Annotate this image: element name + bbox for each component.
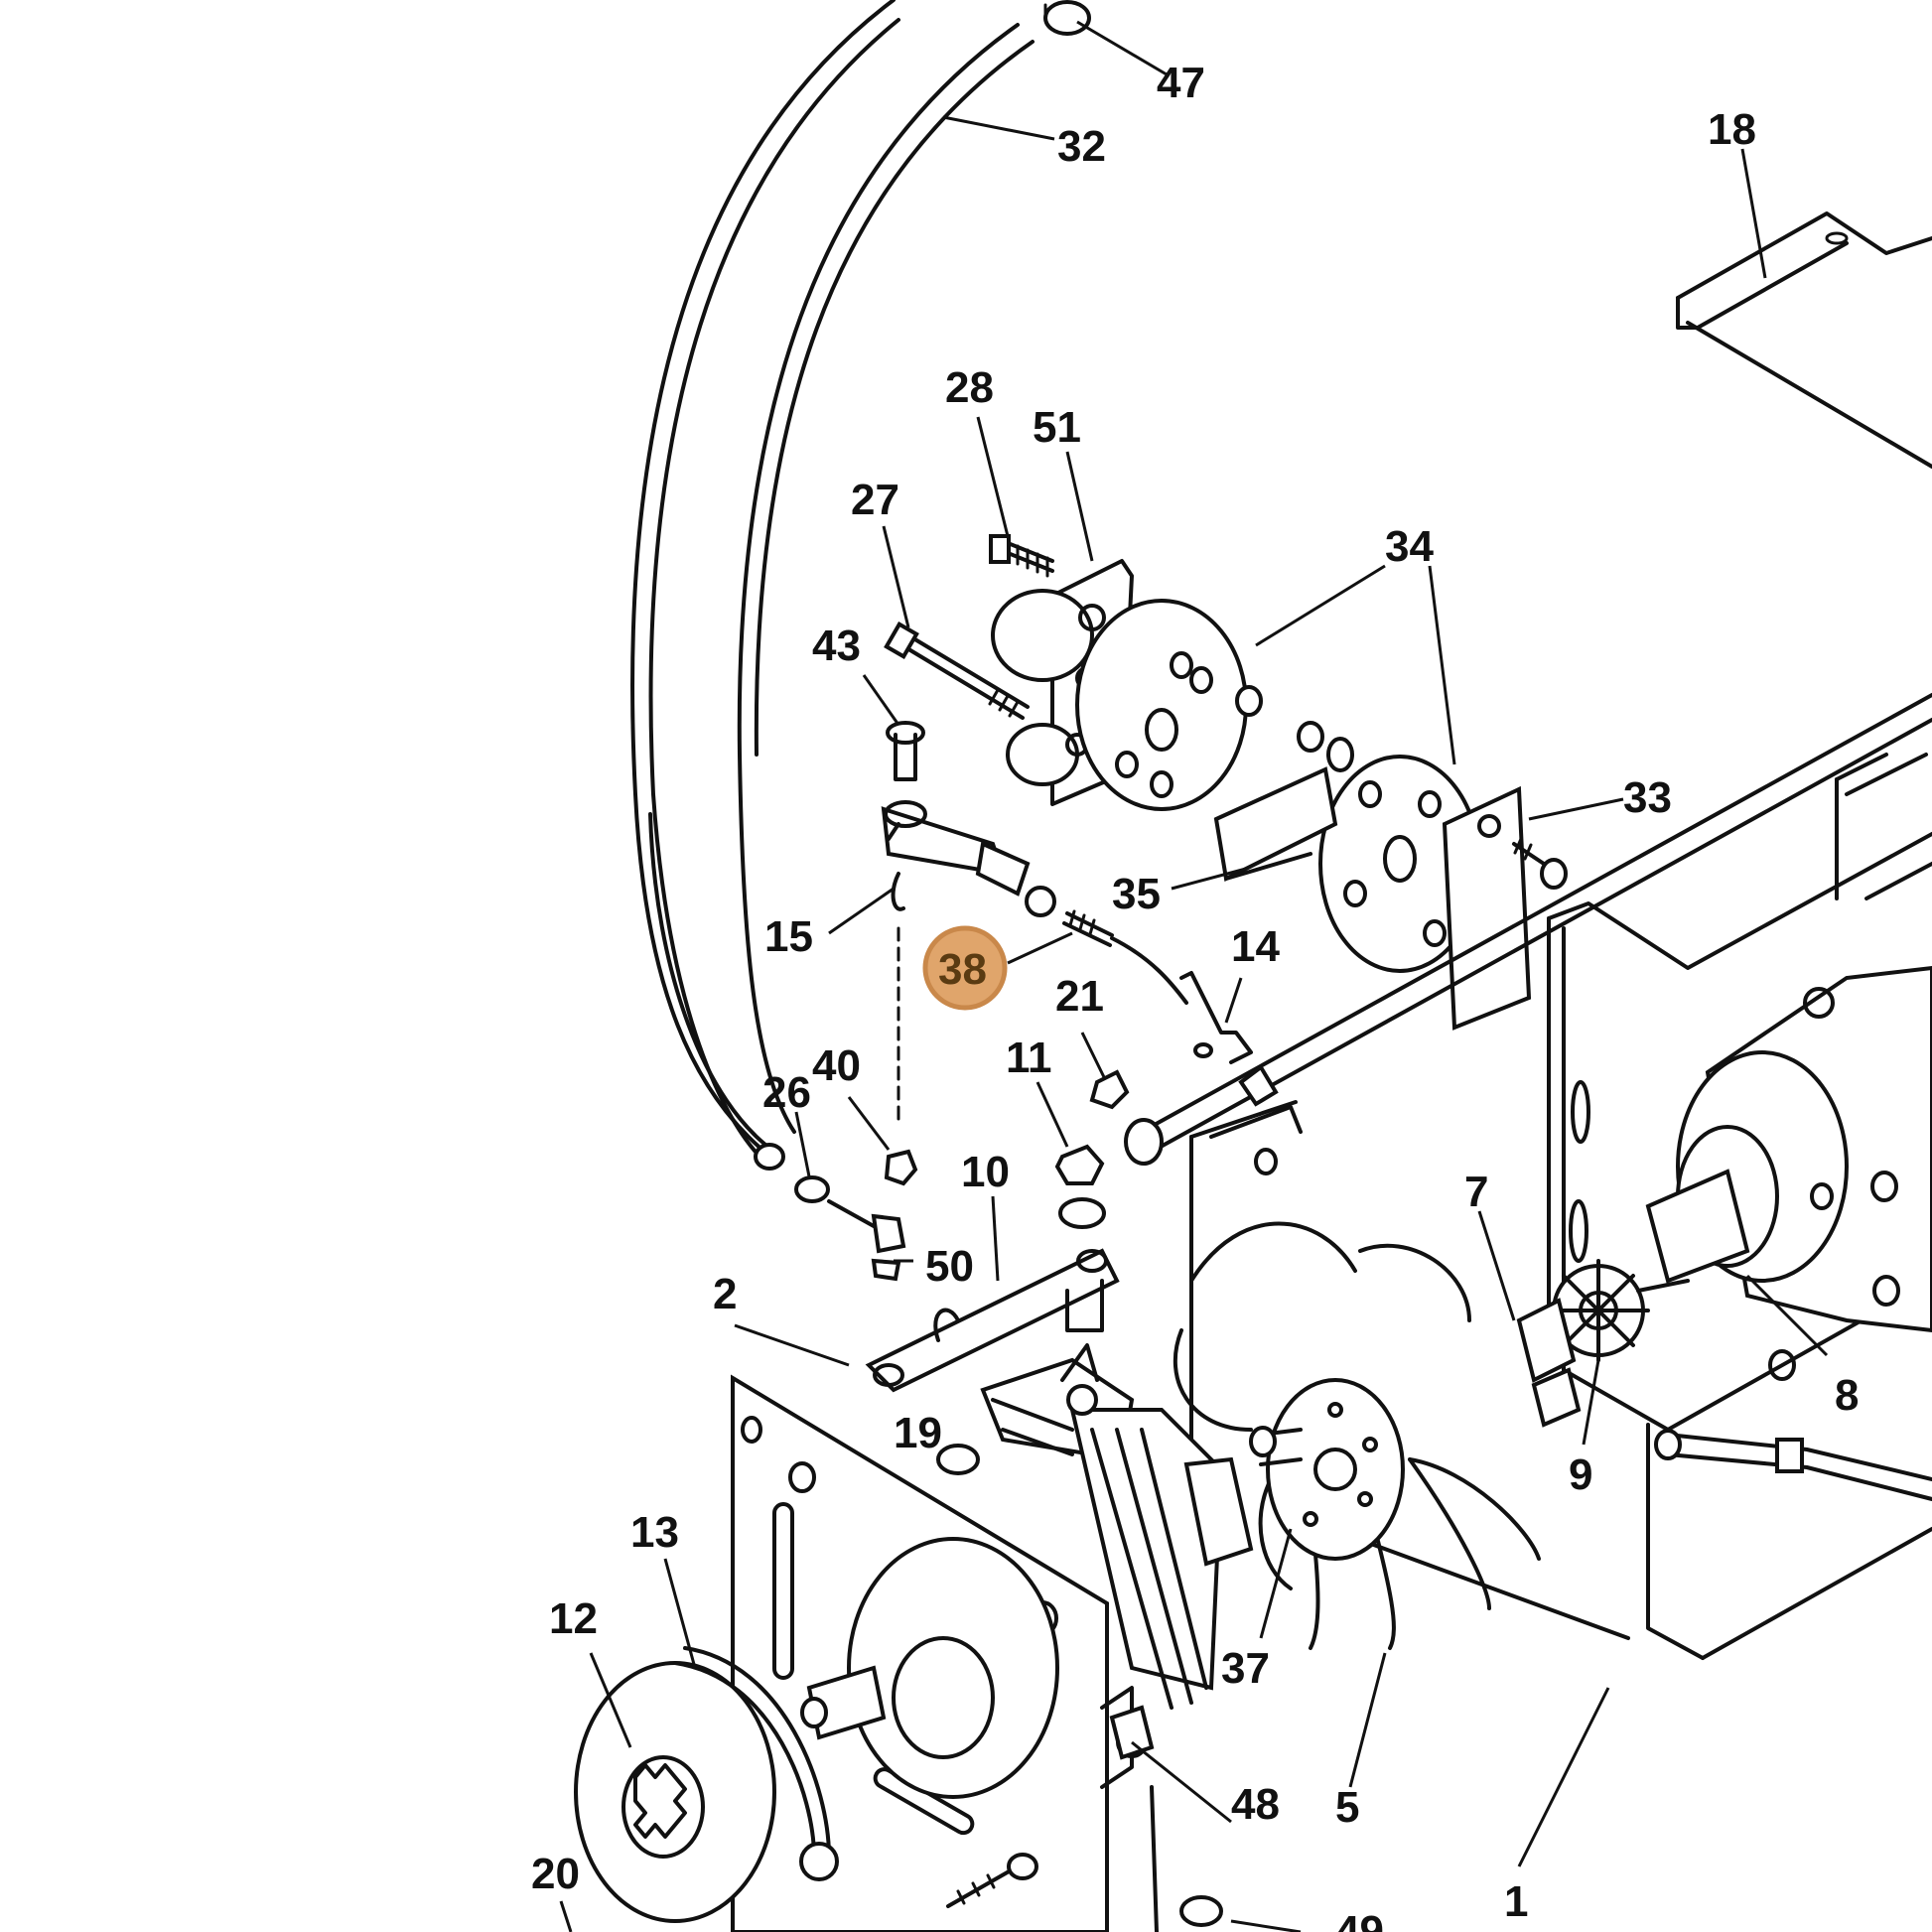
callout-15: 15 xyxy=(764,912,813,961)
callout-14: 14 xyxy=(1231,922,1280,971)
callout-9: 9 xyxy=(1569,1450,1592,1499)
callout-12: 12 xyxy=(549,1594,598,1643)
callout-8: 8 xyxy=(1835,1371,1859,1420)
plate-51 xyxy=(991,559,1134,806)
alternator xyxy=(980,1343,1254,1710)
fan-5 xyxy=(1173,1221,1541,1650)
callout-37: 37 xyxy=(1221,1644,1270,1693)
callout-5: 5 xyxy=(1335,1783,1359,1832)
callout-51: 51 xyxy=(1033,403,1081,452)
flange-34-front xyxy=(1297,721,1481,973)
bolt-28 xyxy=(989,534,1054,578)
shaft xyxy=(1124,693,1932,1166)
callout-1: 1 xyxy=(1504,1877,1528,1926)
callout-labels: 47 32 18 28 51 27 34 43 33 35 15 38 14 2… xyxy=(531,59,1859,1932)
rod-38 xyxy=(975,841,1188,1005)
hub-7 xyxy=(1516,1298,1582,1428)
callout-35: 35 xyxy=(1112,870,1161,918)
callout-20: 20 xyxy=(531,1850,580,1898)
callout-28: 28 xyxy=(945,363,994,412)
callout-34: 34 xyxy=(1385,522,1434,571)
callout-21: 21 xyxy=(1055,972,1104,1021)
callout-26: 26 xyxy=(762,1068,811,1117)
hose-32 xyxy=(630,0,1035,1171)
callout-10: 10 xyxy=(961,1148,1010,1196)
clevis-15 xyxy=(881,800,1006,1124)
nut-21 xyxy=(1089,1069,1130,1110)
callout-18: 18 xyxy=(1708,105,1756,154)
highlight-38 xyxy=(922,925,1008,1011)
pin-43 xyxy=(886,721,925,781)
housing-8 xyxy=(1645,965,1932,1333)
block-35 xyxy=(1213,766,1338,882)
callout-48: 48 xyxy=(1231,1780,1280,1829)
callout-49: 49 xyxy=(1335,1907,1384,1932)
nut-40 xyxy=(884,1149,918,1186)
leader-lines xyxy=(559,20,1829,1932)
flange-34-rear xyxy=(1075,599,1263,811)
callout-38: 38 xyxy=(938,945,987,994)
callout-32: 32 xyxy=(1057,122,1106,171)
pulley-12 xyxy=(574,1646,839,1923)
bracket-18 xyxy=(1676,211,1932,469)
bolt-27 xyxy=(884,621,1030,720)
wiring-48 xyxy=(1109,1705,1155,1760)
link-10 xyxy=(865,1248,1120,1393)
callout-47: 47 xyxy=(1157,59,1205,107)
plate-2 xyxy=(731,1374,1223,1932)
fitting-26 xyxy=(794,1175,906,1282)
nut-11 xyxy=(1054,1144,1106,1229)
callout-27: 27 xyxy=(851,476,899,524)
callout-7: 7 xyxy=(1464,1168,1488,1216)
cable xyxy=(1654,1429,1932,1501)
callout-11: 11 xyxy=(1006,1034,1052,1082)
callout-2: 2 xyxy=(713,1270,737,1318)
callout-43: 43 xyxy=(812,621,861,670)
callout-13: 13 xyxy=(630,1508,679,1557)
cap-47 xyxy=(1043,0,1091,36)
callout-33: 33 xyxy=(1623,773,1672,822)
callout-40: 40 xyxy=(812,1041,861,1090)
lever-14 xyxy=(1179,971,1253,1064)
callout-19: 19 xyxy=(894,1409,942,1457)
callout-50: 50 xyxy=(925,1242,974,1291)
